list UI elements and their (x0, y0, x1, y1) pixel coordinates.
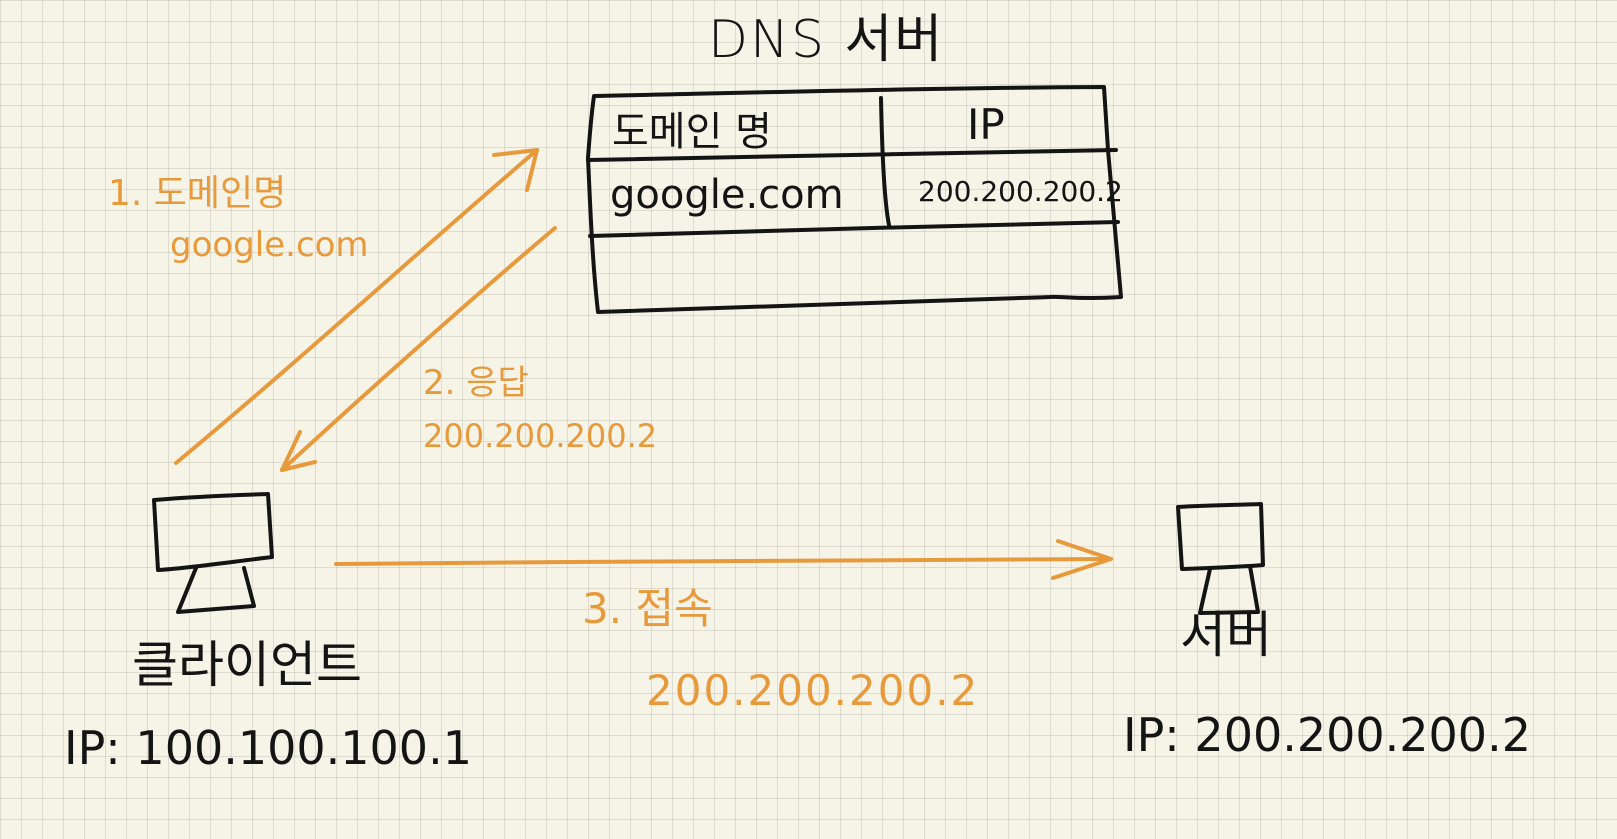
dns-table-row-divider (588, 220, 1120, 238)
step2-label: 2. 응답 (423, 363, 529, 403)
server-label: 서버 (1180, 606, 1272, 664)
dns-server-title: DNS 서버 (708, 10, 945, 70)
client-monitor (152, 492, 274, 572)
client-computer-icon (152, 492, 274, 614)
server-ip: IP: 200.200.200.2 (1123, 708, 1531, 762)
step1-label: 1. 도메인명 (108, 173, 287, 214)
step1-domain: google.com (170, 225, 369, 265)
dns-table-border (586, 85, 1123, 314)
arrow-step1-request (174, 148, 539, 465)
arrow-step3-connect (334, 539, 1113, 580)
step3-label: 3. 접속 (582, 584, 713, 633)
step3-ip: 200.200.200.2 (646, 666, 980, 715)
dns-table-cell-ip: 200.200.200.2 (918, 175, 1123, 208)
dns-table-header-ip: IP (967, 100, 1005, 149)
server-computer-icon (1176, 502, 1265, 615)
dns-table-header-domain: 도메인 명 (612, 109, 772, 155)
server-monitor-stand (1198, 564, 1260, 615)
client-label: 클라이언트 (132, 636, 362, 694)
client-ip: IP: 100.100.100.1 (64, 721, 472, 775)
server-monitor (1176, 502, 1265, 571)
dns-table-grid (586, 85, 1123, 314)
dns-table-column-divider (879, 96, 891, 227)
step2-ip: 200.200.200.2 (423, 417, 658, 455)
dns-table-cell-domain: google.com (610, 172, 844, 218)
dns-table-header-divider (586, 148, 1118, 162)
arrow-step2-response (280, 226, 557, 472)
client-monitor-stand (176, 566, 256, 614)
